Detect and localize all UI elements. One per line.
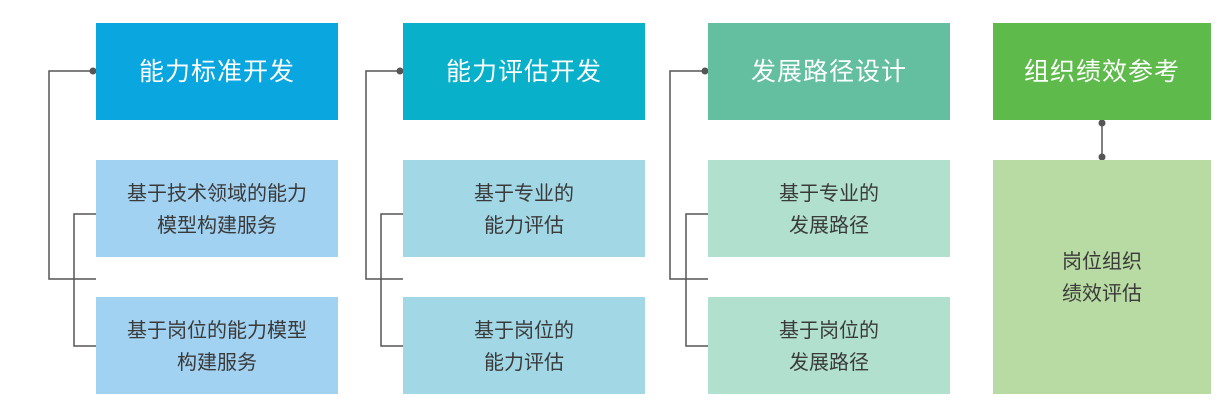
connector-dot-column-4-top — [1098, 119, 1106, 127]
column-3-header-label: 发展路径设计 — [750, 56, 907, 86]
column-2-item-1-label: 基于专业的 能力评估 — [474, 180, 574, 237]
connector-column-3-item-1-2 — [685, 213, 708, 347]
column-2-header: 能力评估开发 — [403, 23, 645, 120]
column-1-item-1: 基于技术领域的能力 模型构建服务 — [96, 160, 338, 257]
connector-column-1-main — [48, 70, 96, 280]
column-2-item-2-label: 基于岗位的 能力评估 — [474, 317, 574, 374]
connector-column-2-item-1-2 — [380, 213, 403, 347]
column-3-item-2: 基于岗位的 发展路径 — [708, 297, 950, 394]
column-2-item-1: 基于专业的 能力评估 — [403, 160, 645, 257]
column-4-header: 组织绩效参考 — [993, 23, 1211, 120]
column-4-item-1-label: 岗位组织 绩效评估 — [1062, 249, 1142, 305]
column-4-item-1: 岗位组织 绩效评估 — [993, 160, 1211, 394]
column-2-header-label: 能力评估开发 — [445, 56, 602, 86]
column-1-header-label: 能力标准开发 — [138, 56, 295, 86]
column-3-item-2-label: 基于岗位的 发展路径 — [779, 317, 879, 374]
column-1-header: 能力标准开发 — [96, 23, 338, 120]
column-2-item-2: 基于岗位的 能力评估 — [403, 297, 645, 394]
connector-column-2-main — [365, 70, 403, 280]
column-1-item-2-label: 基于岗位的能力模型 构建服务 — [127, 317, 307, 374]
column-3-header: 发展路径设计 — [708, 23, 950, 120]
column-1-item-1-label: 基于技术领域的能力 模型构建服务 — [127, 180, 307, 237]
column-3-item-1-label: 基于专业的 发展路径 — [779, 180, 879, 237]
column-4-header-label: 组织绩效参考 — [1023, 56, 1180, 86]
connector-column-3-main — [669, 70, 708, 280]
column-1-item-2: 基于岗位的能力模型 构建服务 — [96, 297, 338, 394]
connector-column-1-item-1-2 — [73, 213, 96, 347]
column-3-item-1: 基于专业的 发展路径 — [708, 160, 950, 257]
